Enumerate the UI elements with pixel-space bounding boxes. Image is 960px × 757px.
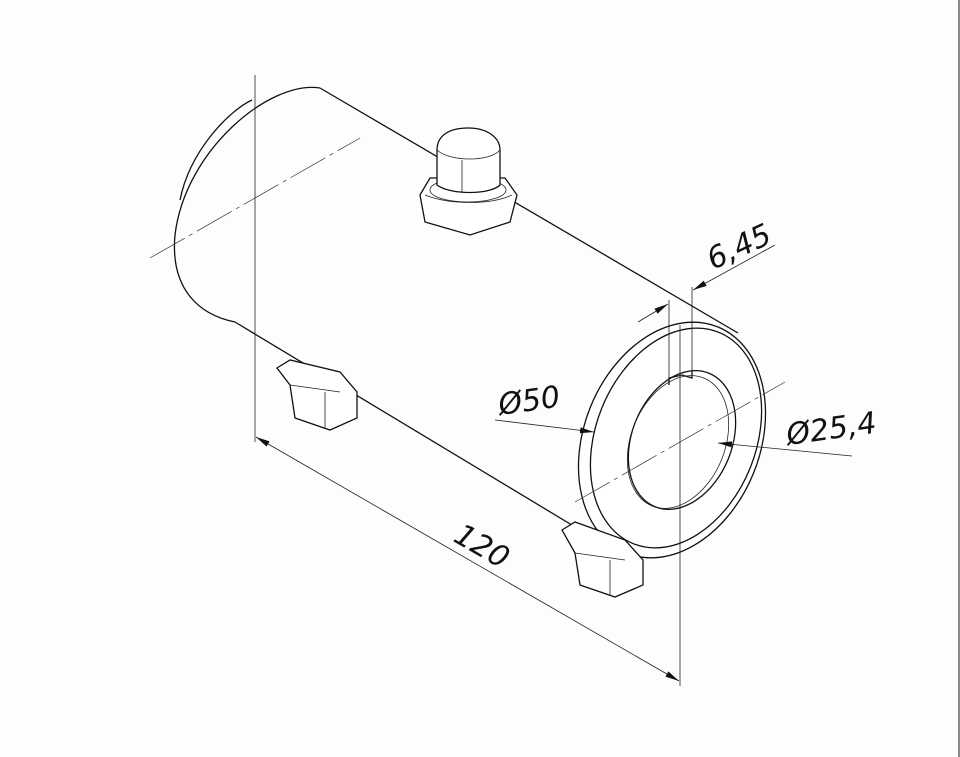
keyway-label: 6,45 [702,217,777,277]
bottom-left-bolt [276,359,358,431]
bore-diameter-label: Ø25,4 [782,406,878,454]
top-bolt [419,127,518,236]
outer-diameter-label: Ø50 [494,380,562,424]
outer-diameter-dimension: Ø50 [494,380,595,434]
